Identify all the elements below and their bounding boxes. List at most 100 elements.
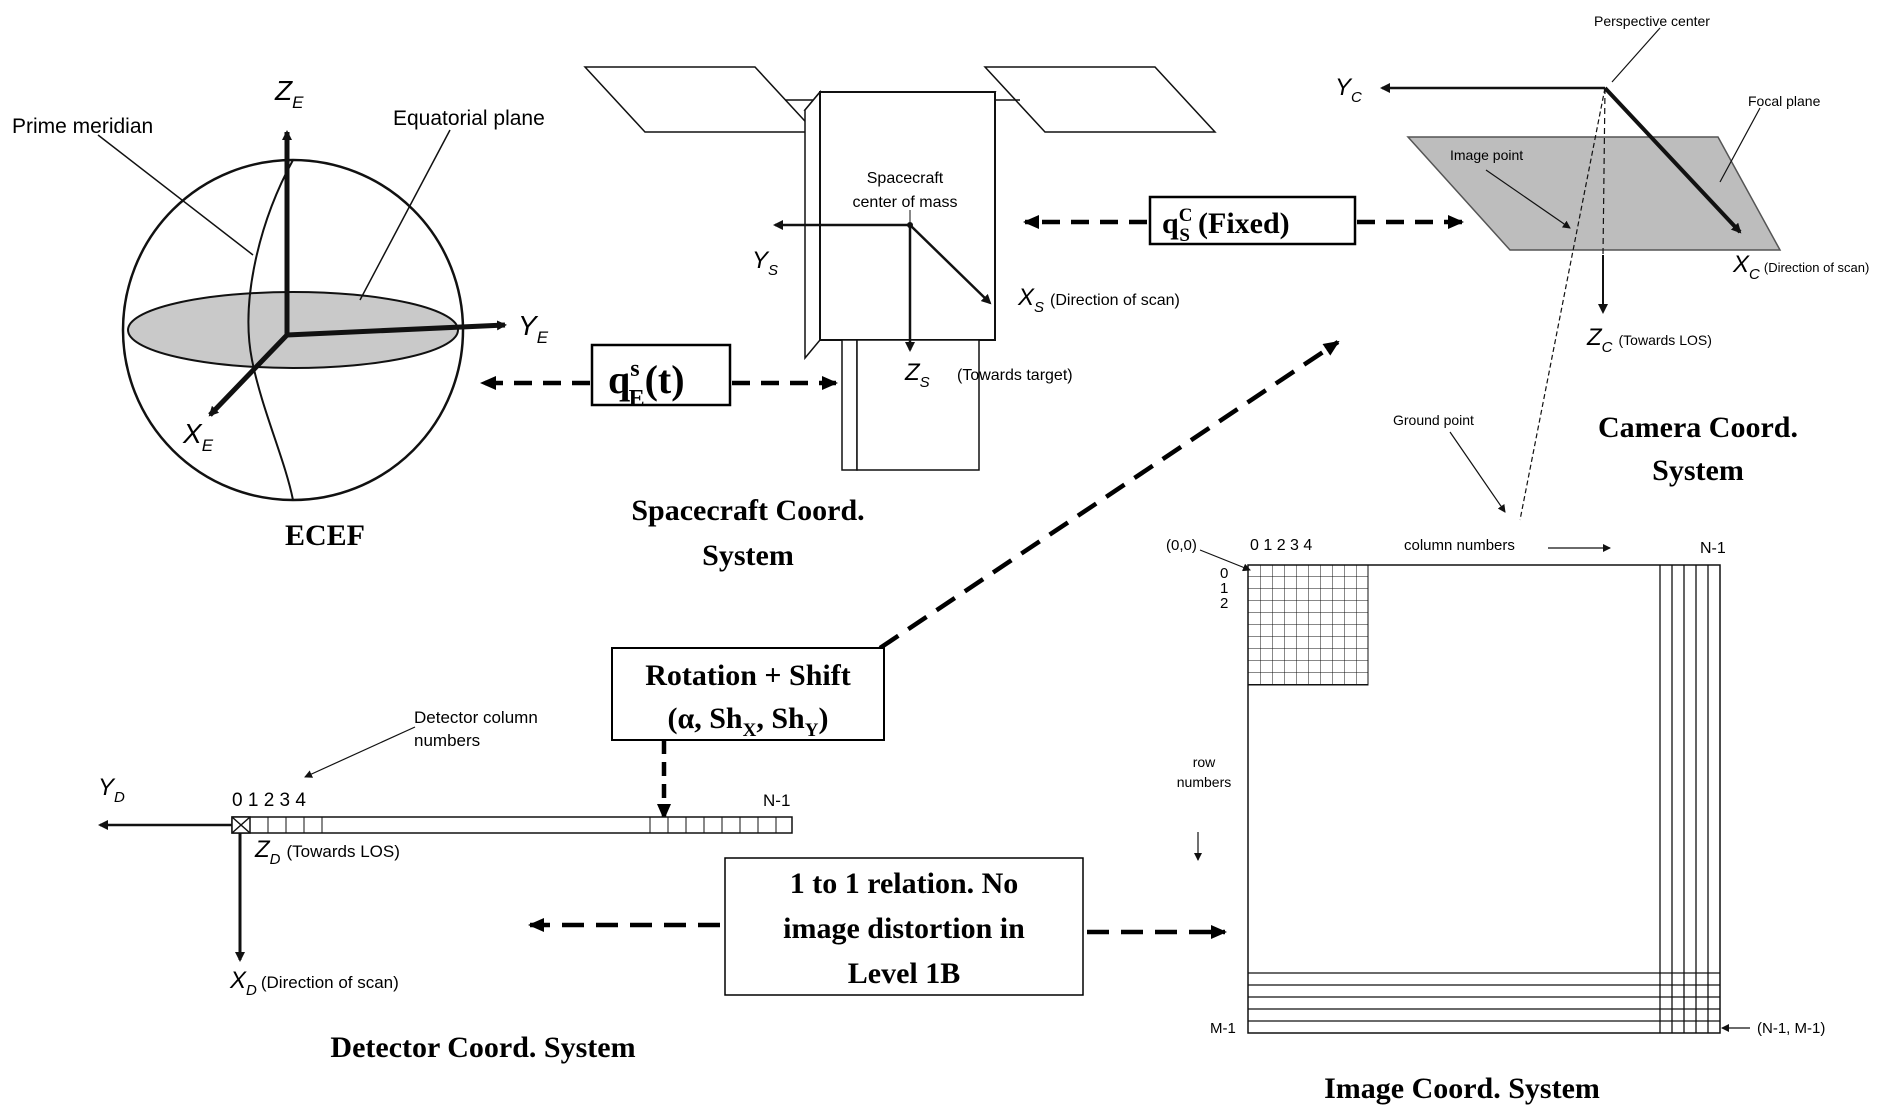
detector-y-label: Y xyxy=(98,774,116,801)
ground-ray xyxy=(1519,87,1606,521)
svg-text:YC: YC xyxy=(1335,74,1362,106)
detector-group: Detector column numbers 0 1 2 3 4 N-1 YD… xyxy=(98,708,793,1064)
spacecraft-y-sub: S xyxy=(768,262,778,279)
image-origin-pointer xyxy=(1199,549,1251,572)
image-group: (0,0) 0 1 2 3 4 column numbers N-1 0 1 2… xyxy=(1166,537,1825,1105)
image-last-columns xyxy=(1659,565,1709,1033)
ecef-y-label: Y xyxy=(518,310,539,341)
rotation-diagonal-arrow xyxy=(878,340,1340,650)
detector-x-sub: D xyxy=(246,982,257,999)
column-numbers-label: column numbers xyxy=(1404,537,1515,554)
camera-z-sub: C xyxy=(1602,339,1613,356)
svg-text:ZC(Towards LOS): ZC (Towards LOS) xyxy=(1586,324,1712,356)
image-row-2: 2 xyxy=(1220,595,1228,612)
equatorial-plane-ellipse xyxy=(127,291,459,369)
rotation-sub-y: Y xyxy=(805,720,819,741)
xc-axis xyxy=(1603,86,1742,234)
spacecraft-x-note: (Direction of scan) xyxy=(1050,292,1180,309)
detector-x-label: X xyxy=(229,967,247,994)
spacecraft-x-label: X xyxy=(1017,284,1035,311)
detector-indices: 0 1 2 3 4 xyxy=(232,790,306,811)
rotation-open: (α, Sh xyxy=(668,702,743,735)
rotation-close: ) xyxy=(818,702,828,735)
camera-y-sub: C xyxy=(1351,89,1362,106)
focal-plane-label: Focal plane xyxy=(1748,93,1821,109)
spacecraft-z-sub: S xyxy=(920,374,930,391)
image-row-0: 0 xyxy=(1220,565,1228,582)
prime-meridian-line xyxy=(247,159,294,501)
ecef-y-sub: E xyxy=(537,328,549,347)
q-es-box xyxy=(590,343,732,407)
ground-point-pointer xyxy=(1449,431,1506,513)
los-ray-upper xyxy=(1602,87,1606,256)
spacecraft-title-1: Spacecraft Coord. xyxy=(631,494,864,527)
q-es-sub: E xyxy=(629,386,645,412)
detector-z-note: (Towards LOS) xyxy=(287,842,400,861)
camera-y-label: Y xyxy=(1335,74,1353,101)
svg-text:XD(Direction of scan): XD(Direction of scan) xyxy=(229,967,399,999)
camera-title-1: Camera Coord. xyxy=(1598,411,1798,444)
relation-line-1: 1 to 1 relation. No xyxy=(790,867,1019,900)
ecef-z-label: Z xyxy=(274,75,293,106)
q-cs-q: q xyxy=(1162,207,1179,240)
q-cs-box xyxy=(1148,195,1357,246)
camera-group: Perspective center Focal plane Image poi… xyxy=(1335,13,1869,521)
q-es-q: q xyxy=(608,357,630,402)
spacecraft-title-2: System xyxy=(702,539,794,572)
svg-text:qCS(Fixed): qCS(Fixed) xyxy=(1162,205,1290,246)
svg-text:YS: YS xyxy=(752,247,778,279)
image-last-col: N-1 xyxy=(1700,540,1726,557)
spacecraft-x-sub: S xyxy=(1034,299,1044,316)
right-solar-panel xyxy=(983,66,1217,133)
svg-text:XS(Direction of scan): XS (Direction of scan) xyxy=(1017,284,1180,316)
row-numbers-label-1: row xyxy=(1193,754,1216,770)
svg-text:ZD(Towards LOS): ZD (Towards LOS) xyxy=(254,836,400,868)
focal-plane-pointer xyxy=(1719,107,1761,183)
detector-column-label-1: Detector column xyxy=(414,708,538,727)
q-cs-arg: (Fixed) xyxy=(1198,207,1290,240)
left-solar-panel xyxy=(583,66,817,133)
svg-text:ZS: ZS xyxy=(904,359,930,391)
ecef-x-sub: E xyxy=(202,436,214,455)
xs-axis xyxy=(909,224,992,305)
prime-meridian-label: Prime meridian xyxy=(12,115,153,138)
relation-line-3: Level 1B xyxy=(848,957,961,990)
q-es-sup: s xyxy=(630,356,639,382)
svg-text:(α, ShX, ShY): (α, ShX, ShY) xyxy=(668,702,829,741)
prime-meridian-pointer xyxy=(97,134,254,256)
y-axis xyxy=(286,320,507,338)
detector-z-label: Z xyxy=(254,836,271,863)
camera-z-label: Z xyxy=(1586,324,1603,351)
camera-z-note: (Towards LOS) xyxy=(1619,332,1712,348)
q-cs-sup: C xyxy=(1179,205,1193,226)
rotation-shift-box xyxy=(611,647,885,741)
equatorial-plane-pointer xyxy=(359,129,451,301)
svg-text:XE: XE xyxy=(182,418,214,455)
detector-z-sub: D xyxy=(270,851,281,868)
instrument-body xyxy=(856,339,980,471)
x-axis xyxy=(208,333,289,417)
ground-point-label: Ground point xyxy=(1393,412,1474,428)
image-last-rows xyxy=(1248,972,1720,1022)
rotation-mid: , Sh xyxy=(756,702,805,735)
image-col-indices: 0 1 2 3 4 xyxy=(1250,537,1312,554)
instrument-side-face xyxy=(841,339,858,471)
perspective-center-label: Perspective center xyxy=(1594,13,1710,29)
image-origin-label: (0,0) xyxy=(1166,537,1197,554)
image-title: Image Coord. System xyxy=(1324,1072,1600,1105)
spacecraft-y-label: Y xyxy=(752,247,770,274)
image-corner-label: (N-1, M-1) xyxy=(1757,1020,1825,1037)
q-es-arg: (t) xyxy=(645,357,685,402)
spacecraft-z-note: (Towards target) xyxy=(957,367,1073,384)
row-numbers-label-2: numbers xyxy=(1177,774,1231,790)
perspective-center-pointer xyxy=(1611,27,1661,83)
svg-text:ZE: ZE xyxy=(274,75,304,112)
detector-cells-right xyxy=(649,817,777,833)
spacecraft-z-label: Z xyxy=(904,359,921,386)
camera-x-label: X xyxy=(1732,251,1750,278)
relation-line-2: image distortion in xyxy=(783,912,1025,945)
ecef-x-label: X xyxy=(182,418,203,449)
svg-text:XC(Direction of scan): XC(Direction of scan) xyxy=(1732,251,1869,283)
detector-x-note: (Direction of scan) xyxy=(261,973,399,992)
